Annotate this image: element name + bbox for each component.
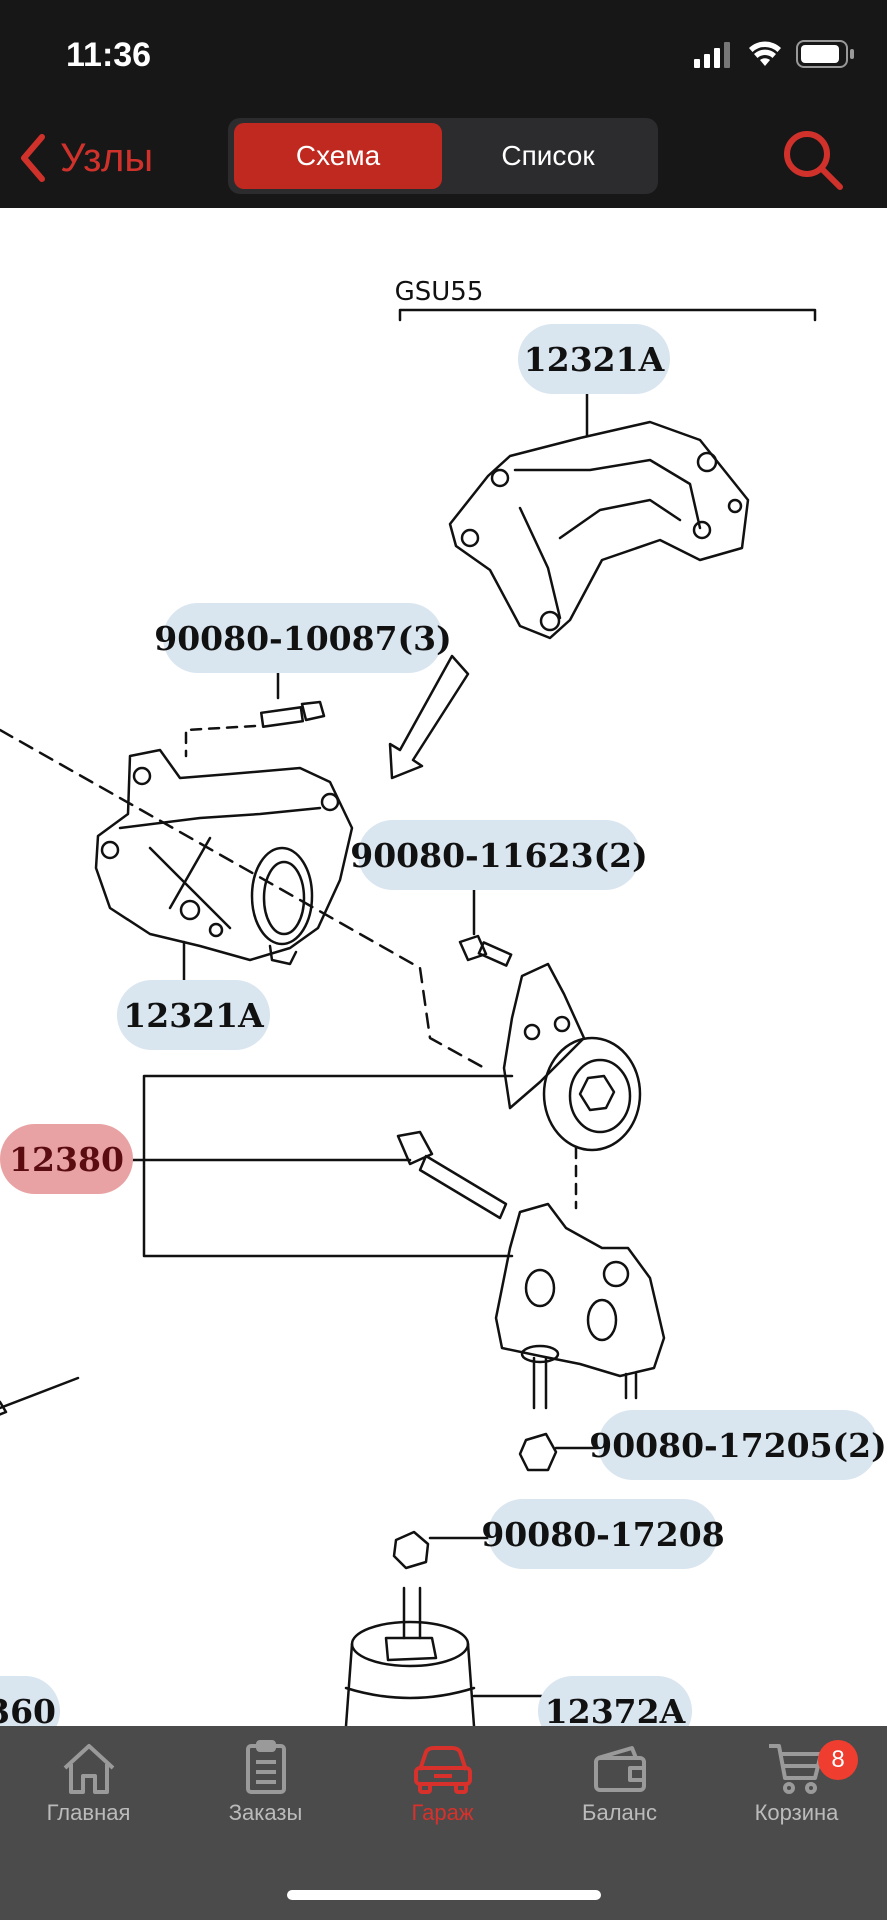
clipboard-icon [245,1740,286,1794]
view-segmented-control: Схема Список [228,118,658,194]
engine-mount-12372A [344,1586,548,1726]
nut-90080-17208 [392,1530,496,1570]
tab-cart-label: Корзина [754,1800,839,1825]
engine-mount-12380 [502,962,642,1210]
engine-mount-lower [494,1202,666,1410]
status-bar: 11:36 [0,0,887,110]
search-button[interactable] [778,124,848,194]
status-time: 11:36 [66,36,152,74]
wifi-icon [749,41,781,66]
tab-garage[interactable]: Гараж [354,1740,531,1850]
cellular-signal-icon [694,42,730,68]
callout-12321a-middle[interactable]: 12321A [117,980,270,1050]
home-indicator[interactable] [287,1890,601,1900]
tab-cart[interactable]: 8 Корзина [708,1740,885,1850]
tab-bar: Главная Заказы Гараж Баланс [0,1726,887,1920]
navigation-bar: Узлы Схема Список [0,110,887,208]
tab-home-label: Главная [46,1800,131,1825]
tab-orders-label: Заказы [228,1800,303,1825]
callout-12372a[interactable]: 12372A [538,1676,692,1726]
group-label-gsu55: GSU55 [394,277,484,307]
home-icon [63,1744,114,1794]
bolt-90080-11623 [458,934,513,967]
callout-90080-17208[interactable]: 90080-17208 [481,1499,725,1569]
exploded-view-drawing [0,308,817,1726]
engine-bracket-middle [94,748,354,966]
back-button[interactable]: Узлы [18,128,153,188]
tab-list[interactable]: Список [501,140,595,171]
callout-12321a-top[interactable]: 12321A [518,324,670,394]
callout-90080-17205[interactable]: 90080-17205(2) [589,1410,887,1480]
chevron-left-icon [21,134,45,182]
bolt-90080-10087 [259,700,326,728]
cart-icon [768,1744,823,1794]
tab-orders[interactable]: Заказы [177,1740,354,1850]
back-label: Узлы [60,135,154,180]
tab-balance[interactable]: Баланс [531,1740,708,1850]
engine-bracket-upper [448,420,750,640]
long-bolt [396,1130,508,1220]
parts-diagram[interactable]: GSU55 12321A 90080-10087(3) 90080-11623(… [0,208,887,1726]
cart-badge: 8 [818,1740,858,1780]
callout-90080-11623[interactable]: 90080-11623(2) [350,820,648,890]
callout-12380[interactable]: 12380 [0,1124,133,1194]
callout-90080-10087[interactable]: 90080-10087(3) [154,603,452,673]
tab-balance-label: Баланс [582,1800,657,1825]
tab-garage-label: Гараж [411,1800,474,1825]
wallet-icon [593,1746,646,1792]
search-icon [784,131,843,190]
battery-icon [796,40,854,68]
tab-home[interactable]: Главная [0,1740,177,1850]
tab-scheme[interactable]: Схема [234,123,442,189]
car-icon [413,1746,472,1794]
